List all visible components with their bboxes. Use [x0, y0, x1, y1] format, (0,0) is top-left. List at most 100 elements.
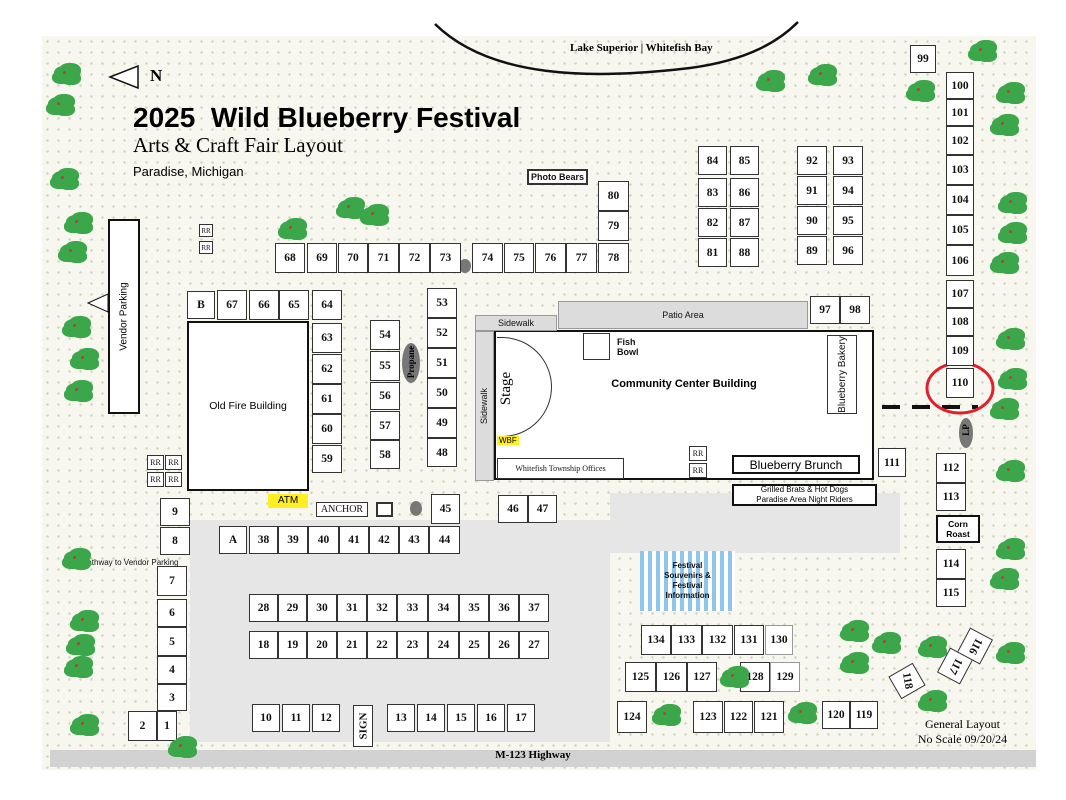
booth-37[interactable]: 37 [519, 594, 549, 622]
booth-45[interactable]: 45 [431, 494, 460, 524]
booth-44[interactable]: 44 [429, 526, 460, 554]
booth-119[interactable]: 119 [850, 701, 878, 729]
booth-129[interactable]: 129 [770, 662, 800, 692]
booth-2[interactable]: 2 [128, 711, 157, 741]
booth-17[interactable]: 17 [507, 704, 535, 732]
booth-69[interactable]: 69 [307, 243, 337, 273]
booth-90[interactable]: 90 [797, 206, 827, 235]
booth-83[interactable]: 83 [698, 178, 727, 207]
booth-100[interactable]: 100 [946, 72, 974, 99]
booth-38[interactable]: 38 [249, 526, 278, 554]
booth-61[interactable]: 61 [312, 384, 342, 414]
booth-12[interactable]: 12 [312, 704, 340, 732]
booth-72[interactable]: 72 [399, 243, 430, 273]
booth-132[interactable]: 132 [702, 625, 733, 655]
booth-104[interactable]: 104 [946, 185, 974, 215]
booth-75[interactable]: 75 [504, 243, 534, 273]
booth-39[interactable]: 39 [278, 526, 308, 554]
booth-47[interactable]: 47 [528, 495, 557, 523]
booth-101[interactable]: 101 [946, 99, 974, 126]
booth-25[interactable]: 25 [459, 631, 489, 659]
booth-52[interactable]: 52 [427, 318, 457, 348]
booth-29[interactable]: 29 [278, 594, 307, 622]
booth-68[interactable]: 68 [275, 243, 305, 273]
booth-10[interactable]: 10 [252, 704, 280, 732]
booth-77[interactable]: 77 [566, 243, 597, 273]
booth-84[interactable]: 84 [698, 146, 727, 175]
booth-115[interactable]: 115 [936, 579, 966, 607]
booth-86[interactable]: 86 [730, 178, 759, 207]
booth-133[interactable]: 133 [671, 625, 702, 655]
booth-49[interactable]: 49 [427, 408, 457, 438]
booth-59[interactable]: 59 [312, 445, 342, 473]
booth-40[interactable]: 40 [308, 526, 339, 554]
booth-71[interactable]: 71 [368, 243, 399, 273]
booth-87[interactable]: 87 [730, 208, 759, 237]
booth-128[interactable]: 128 [740, 662, 770, 692]
booth-33[interactable]: 33 [397, 594, 428, 622]
booth-20[interactable]: 20 [307, 631, 337, 659]
booth-98[interactable]: 98 [840, 296, 870, 324]
booth-23[interactable]: 23 [397, 631, 428, 659]
booth-31[interactable]: 31 [337, 594, 367, 622]
booth-36[interactable]: 36 [489, 594, 519, 622]
booth-92[interactable]: 92 [797, 146, 827, 175]
booth-60[interactable]: 60 [312, 414, 342, 444]
booth-97[interactable]: 97 [810, 296, 840, 324]
booth-30[interactable]: 30 [307, 594, 337, 622]
booth-14[interactable]: 14 [417, 704, 445, 732]
booth-79[interactable]: 79 [598, 211, 629, 241]
booth-34[interactable]: 34 [428, 594, 459, 622]
booth-57[interactable]: 57 [370, 411, 400, 440]
booth-123[interactable]: 123 [693, 701, 723, 733]
booth-65[interactable]: 65 [279, 290, 309, 320]
booth-102[interactable]: 102 [946, 126, 974, 155]
booth-19[interactable]: 19 [278, 631, 307, 659]
booth-95[interactable]: 95 [833, 206, 863, 235]
booth-63[interactable]: 63 [312, 323, 342, 353]
booth-107[interactable]: 107 [946, 280, 974, 308]
booth-114[interactable]: 114 [936, 549, 966, 579]
booth-b[interactable]: B [187, 291, 215, 319]
booth-122[interactable]: 122 [724, 701, 753, 733]
booth-6[interactable]: 6 [157, 599, 187, 627]
booth-96[interactable]: 96 [833, 236, 863, 265]
booth-66[interactable]: 66 [249, 290, 279, 320]
booth-93[interactable]: 93 [833, 146, 863, 175]
booth-130[interactable]: 130 [765, 625, 793, 655]
booth-35[interactable]: 35 [459, 594, 489, 622]
booth-109[interactable]: 109 [946, 336, 974, 366]
booth-126[interactable]: 126 [656, 662, 687, 692]
booth-80[interactable]: 80 [598, 181, 629, 211]
booth-a[interactable]: A [219, 526, 247, 554]
booth-120[interactable]: 120 [822, 701, 850, 729]
booth-18[interactable]: 18 [249, 631, 278, 659]
booth-32[interactable]: 32 [367, 594, 397, 622]
booth-55[interactable]: 55 [370, 351, 400, 381]
booth-41[interactable]: 41 [339, 526, 369, 554]
booth-58[interactable]: 58 [370, 440, 400, 469]
booth-81[interactable]: 81 [698, 238, 727, 267]
booth-105[interactable]: 105 [946, 215, 974, 245]
booth-94[interactable]: 94 [833, 176, 863, 205]
booth-134[interactable]: 134 [641, 625, 671, 655]
booth-43[interactable]: 43 [399, 526, 429, 554]
booth-106[interactable]: 106 [946, 245, 974, 276]
booth-125[interactable]: 125 [625, 662, 656, 692]
booth-53[interactable]: 53 [427, 288, 457, 318]
booth-91[interactable]: 91 [797, 176, 827, 205]
booth-121[interactable]: 121 [754, 701, 784, 733]
booth-73[interactable]: 73 [430, 243, 461, 273]
booth-26[interactable]: 26 [489, 631, 519, 659]
booth-54[interactable]: 54 [370, 320, 400, 350]
booth-82[interactable]: 82 [698, 208, 727, 237]
booth-131[interactable]: 131 [734, 625, 764, 655]
booth-27[interactable]: 27 [519, 631, 549, 659]
booth-113[interactable]: 113 [936, 483, 966, 511]
booth-78[interactable]: 78 [598, 243, 629, 273]
booth-13[interactable]: 13 [387, 704, 415, 732]
booth-111[interactable]: 111 [878, 448, 906, 477]
booth-64[interactable]: 64 [312, 290, 342, 320]
booth-112[interactable]: 112 [936, 453, 966, 483]
booth-89[interactable]: 89 [797, 236, 827, 265]
